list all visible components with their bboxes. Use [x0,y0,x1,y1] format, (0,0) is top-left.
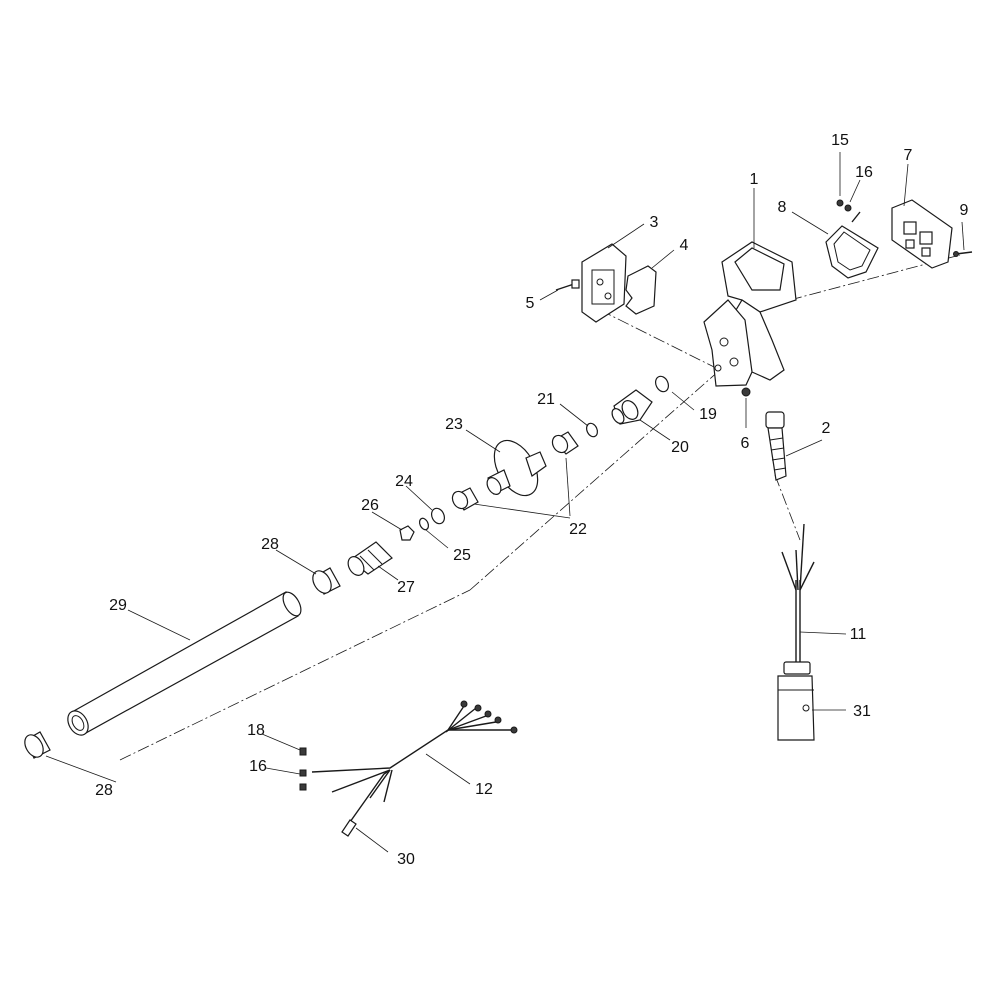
callout-16-upper: 16 [855,164,873,181]
callout-31: 31 [853,703,871,720]
callout-27: 27 [397,579,415,596]
part-1-handle-housing [703,241,797,387]
part-3-cover-plate [581,243,627,323]
part-22-bushing-lower [451,487,479,511]
callout-3: 3 [650,214,659,231]
callout-24: 24 [395,473,413,490]
part-30-pin [341,819,357,837]
callout-28-lower: 28 [95,782,113,799]
part-16-terminal-lower [299,769,307,791]
callout-29: 29 [109,597,127,614]
part-15-washer [836,199,844,207]
callout-labels: 1 2 3 4 5 6 7 8 9 11 12 15 16 16 18 19 2… [95,132,968,868]
callout-22: 22 [569,521,587,538]
part-25-ring [418,517,430,531]
part-8-seal [825,225,879,279]
part-26-nut [399,525,415,541]
part-22-bushing-upper [551,431,579,455]
callout-6: 6 [741,435,750,452]
part-23-flange [486,439,547,497]
part-16-washer [844,204,861,223]
part-7-electronics-module [891,199,953,269]
callout-20: 20 [671,439,689,456]
part-28-sleeve-lower [24,731,51,759]
callout-8: 8 [778,199,787,216]
callout-28-upper: 28 [261,536,279,553]
part-20-fitting [611,389,653,425]
part-9-screw [953,251,973,257]
callout-16-lower: 16 [249,758,267,775]
part-12-wire-harness [311,700,518,823]
callout-9: 9 [960,202,969,219]
callout-4: 4 [680,237,689,254]
assembly-axes [119,254,961,761]
callout-2: 2 [822,420,831,437]
callout-5: 5 [526,295,535,312]
callout-23: 23 [445,416,463,433]
part-6-nut [741,387,751,397]
callout-25: 25 [453,547,471,564]
callout-15: 15 [831,132,849,149]
part-24-ring [430,507,446,525]
callout-18: 18 [247,722,265,739]
part-18-terminal [299,747,307,756]
callout-19: 19 [699,406,717,423]
part-19-o-ring [654,375,670,393]
part-4-gasket [625,265,657,315]
callout-30: 30 [397,851,415,868]
callout-26: 26 [361,497,379,514]
part-28-sleeve-upper [312,567,341,595]
callout-11: 11 [850,626,867,643]
callout-21: 21 [537,391,555,408]
part-31-plug [777,661,815,741]
callout-12: 12 [475,781,493,798]
callout-1: 1 [750,171,759,188]
part-27-coupling [347,541,393,576]
callout-7: 7 [904,147,913,164]
part-21-o-ring [585,422,599,438]
leader-lines [45,152,965,853]
part-11-cable [781,523,815,665]
part-2-strain-relief [765,411,787,481]
part-5-screw [555,279,580,291]
part-29-tube [67,591,302,736]
